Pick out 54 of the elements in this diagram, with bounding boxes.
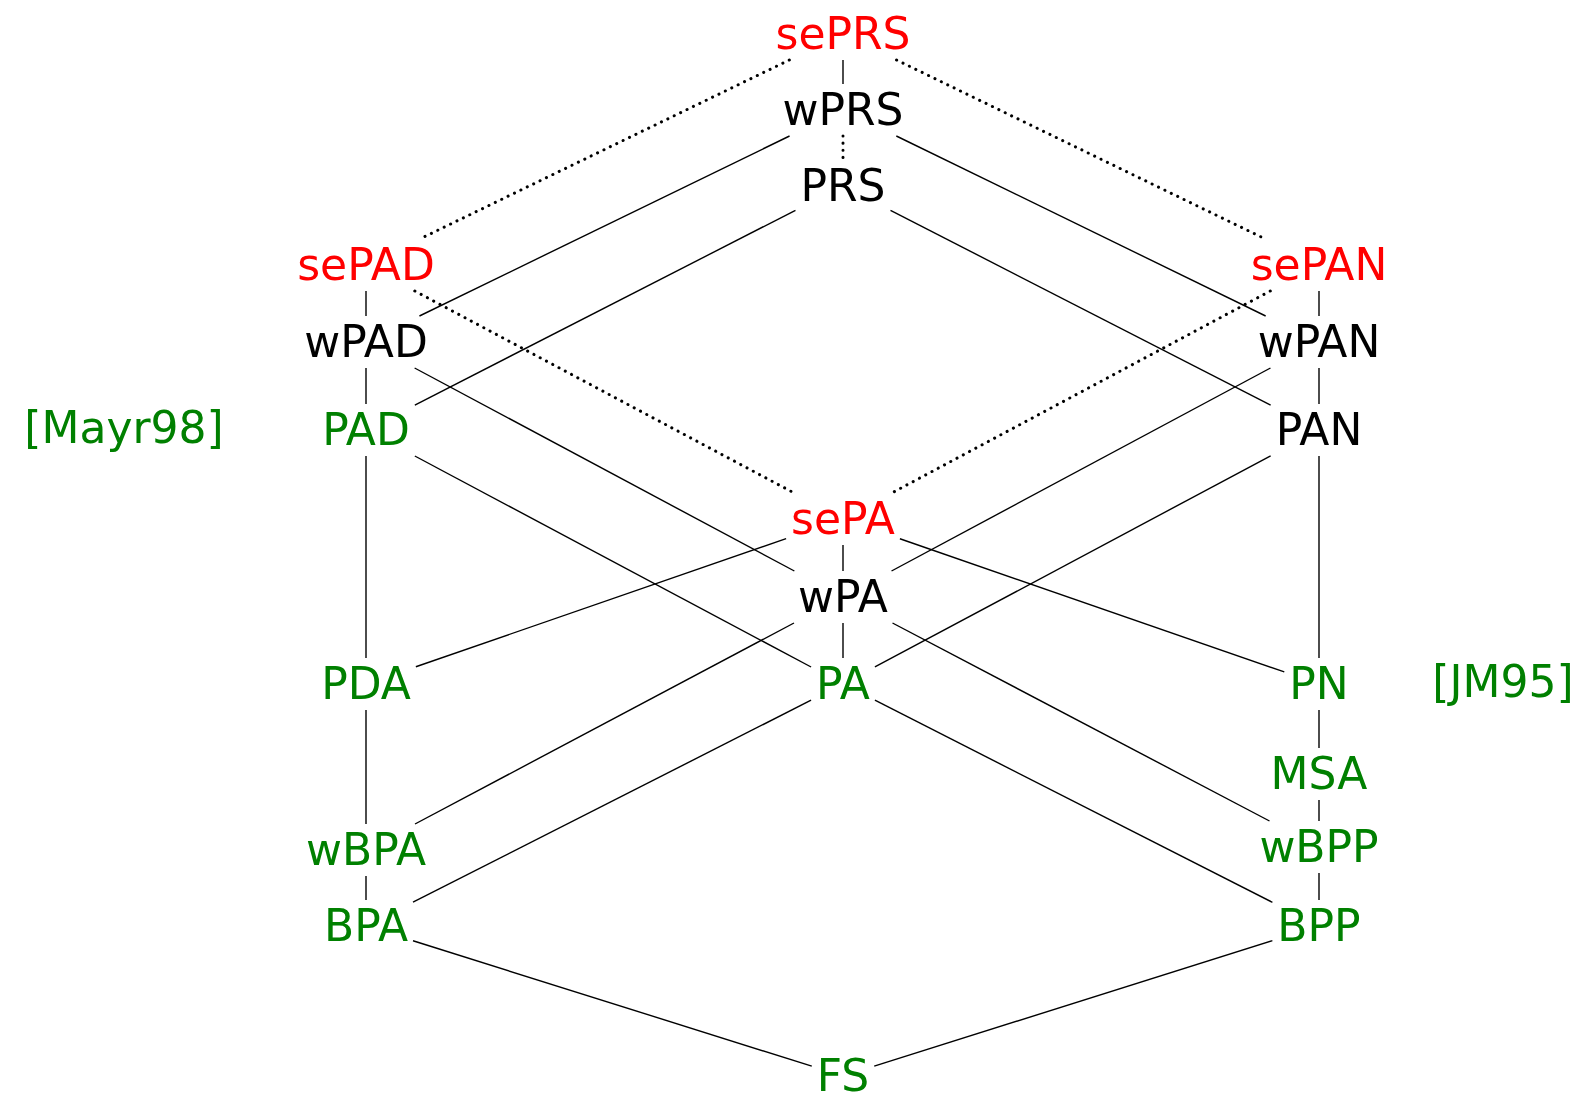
connector-line [891, 622, 1271, 822]
connector-line [365, 290, 367, 317]
node-label: PN [1286, 660, 1352, 708]
citation-label: [Mayr98] [23, 404, 225, 452]
connector-line [414, 209, 797, 406]
node-label: PRS [797, 162, 889, 210]
connector-line [899, 538, 1285, 673]
node-label: wPAD [301, 318, 431, 366]
node-label: sePAD [294, 241, 438, 289]
connector-line [842, 544, 844, 572]
node-label: wPRS [779, 86, 907, 134]
connector-line [365, 367, 367, 405]
node-label: FS [813, 1052, 873, 1100]
node-label: PA [813, 660, 873, 708]
connector-line [1318, 799, 1320, 822]
connector-line [890, 367, 1272, 572]
connector-line [418, 135, 791, 317]
connector-line [1318, 367, 1320, 405]
connector-line [412, 940, 813, 1067]
node-label: wPAN [1254, 318, 1384, 366]
node-label: BPA [321, 902, 411, 950]
node-label: PAN [1272, 406, 1366, 454]
connector-line [874, 455, 1272, 668]
connector-line [365, 875, 367, 901]
connector-line [842, 59, 844, 85]
connector-line [413, 367, 796, 572]
node-label: wBPP [1256, 823, 1382, 871]
node-label: MSA [1267, 750, 1371, 798]
node-label: wBPA [303, 826, 429, 874]
connector-line [895, 135, 1267, 317]
connector-line [1318, 290, 1320, 317]
connector-line [889, 209, 1272, 406]
node-label: wPA [795, 573, 891, 621]
connector-line [873, 940, 1274, 1067]
connector-line [365, 455, 367, 659]
node-label: sePRS [772, 10, 914, 58]
node-label: PDA [318, 660, 414, 708]
node-label: PAD [319, 406, 413, 454]
connector-line [365, 709, 367, 825]
connector-line [414, 455, 812, 668]
node-label: sePA [788, 495, 898, 543]
connector-line [1318, 455, 1320, 659]
connector-line [414, 622, 795, 825]
connector-line [842, 622, 844, 659]
dotted-connector [890, 289, 1272, 495]
connector-line [412, 699, 812, 903]
connector-line [874, 699, 1274, 903]
node-label: sePAN [1247, 241, 1391, 289]
connector-line [1318, 872, 1320, 901]
connector-line [415, 537, 787, 668]
node-label: BPP [1274, 902, 1364, 950]
connector-line [1318, 709, 1320, 749]
dotted-connector [841, 134, 845, 162]
citation-label: [JM95] [1431, 658, 1575, 706]
